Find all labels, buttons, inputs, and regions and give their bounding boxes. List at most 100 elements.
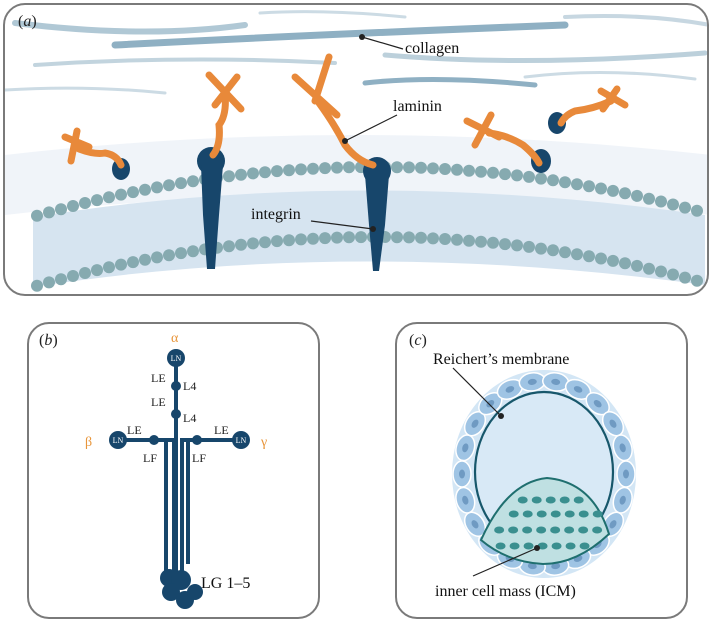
integrin-leader-dot [370, 226, 376, 232]
membrane-bead [271, 235, 283, 248]
cell-nucleus [527, 378, 537, 385]
laminin-leader-line [344, 114, 398, 142]
cell-nucleus [619, 443, 626, 453]
membrane-bead [271, 165, 283, 178]
membrane-bead [607, 254, 619, 267]
membrane-bead [115, 258, 127, 271]
membrane-bead [247, 167, 259, 180]
membrane-bead [391, 161, 403, 174]
cell-nucleus [486, 399, 495, 408]
membrane-bead [151, 181, 163, 194]
icm-cell [517, 496, 528, 504]
lf-label-beta: LF [143, 451, 157, 465]
membrane-bead [151, 251, 163, 264]
integrin-label: integrin [251, 206, 301, 223]
icm-cell [592, 510, 603, 518]
membrane-bead [307, 232, 319, 245]
icm-cell [578, 510, 589, 518]
collagen-fibres [5, 10, 707, 95]
le-label-beta: LE [127, 423, 142, 437]
icm-cell [508, 510, 519, 518]
cell-nucleus [623, 469, 629, 479]
ln-beta-text: LN [113, 436, 124, 445]
membrane-bead [331, 161, 343, 174]
membrane-bead [43, 206, 55, 219]
membrane-bead [391, 231, 403, 244]
membrane-bead [235, 168, 247, 181]
membrane-bead [31, 209, 43, 222]
membrane-bead [31, 279, 43, 292]
membrane-bead [583, 180, 595, 193]
membrane-bead [415, 231, 427, 244]
icm-cell [536, 510, 547, 518]
membrane-bead [511, 239, 523, 252]
membrane-bead [547, 244, 559, 257]
panel-a-illustration: collagen laminin integrin [5, 10, 707, 292]
membrane-bead [559, 246, 571, 259]
membrane-bead [475, 235, 487, 248]
membrane-bead [643, 192, 655, 205]
cell-nucleus [471, 520, 479, 529]
icm-cell [573, 496, 584, 504]
collagen-leader-dot [359, 34, 365, 40]
icm-leader-line [472, 547, 538, 577]
ln-alpha-node [167, 349, 185, 367]
membrane-bead [655, 195, 667, 208]
collagen-label: collagen [405, 40, 459, 57]
icm-cell [564, 526, 575, 534]
membrane-beads [31, 161, 703, 292]
membrane-bead [163, 249, 175, 262]
membrane-bead [619, 187, 631, 200]
membrane-bead [163, 179, 175, 192]
l4-label-1: L4 [183, 379, 196, 393]
membrane-bead [175, 247, 187, 260]
membrane-bead [691, 204, 703, 217]
icm-cell [545, 496, 556, 504]
icm-cell [550, 526, 561, 534]
gamma-chain-line [180, 438, 240, 576]
icm-label: inner cell mass (ICM) [435, 583, 576, 600]
membrane-bead [175, 177, 187, 190]
cell-nucleus [459, 469, 465, 479]
membrane-bead [607, 184, 619, 197]
membrane-bead [127, 256, 139, 269]
laminin-label: laminin [393, 98, 442, 115]
lg-domain-5 [187, 584, 203, 600]
panel-c-letter: (c) [409, 332, 427, 349]
ln-gamma-text: LN [236, 436, 247, 445]
membrane-bead [55, 203, 67, 216]
membrane-bead [523, 240, 535, 253]
icm-cell [509, 542, 520, 550]
membrane-bead [223, 170, 235, 183]
icm-cell [523, 542, 534, 550]
icm-cell [578, 526, 589, 534]
membrane-bead [679, 201, 691, 214]
lf-beta-node [149, 435, 159, 445]
ln-alpha-text: LN [171, 354, 182, 363]
panel-b: LN LN LN LE L4 LE L4 LE LE LF LF LG 1–5 … [27, 322, 320, 619]
membrane-bead [103, 261, 115, 274]
membrane-bead [691, 274, 703, 287]
laminin-domain-diagram: LN LN LN LE L4 LE L4 LE LE LF LF LG 1–5 … [85, 331, 267, 609]
cell-nucleus [551, 378, 561, 385]
membrane-bead [451, 163, 463, 176]
cell-nucleus [505, 386, 515, 393]
reichert-label: Reichert’s membrane [433, 351, 569, 368]
membrane-bead [583, 250, 595, 263]
cell-nucleus [573, 386, 583, 393]
reichert-leader-line [452, 367, 502, 417]
panel-b-letter: (b) [39, 332, 58, 349]
membrane-bead [427, 232, 439, 245]
cell-nucleus [462, 495, 469, 505]
l4-node-2 [171, 409, 181, 419]
membrane-bead [295, 233, 307, 246]
integrin-leader-line [310, 220, 374, 230]
membrane-bead [43, 276, 55, 289]
membrane-bead [91, 194, 103, 207]
lf-label-gamma: LF [192, 451, 206, 465]
ln-beta-node [109, 431, 127, 449]
alpha-chain-label: α [171, 331, 179, 346]
l4-node-1 [171, 381, 181, 391]
cell-nucleus [462, 443, 469, 453]
membrane-bead [499, 168, 511, 181]
